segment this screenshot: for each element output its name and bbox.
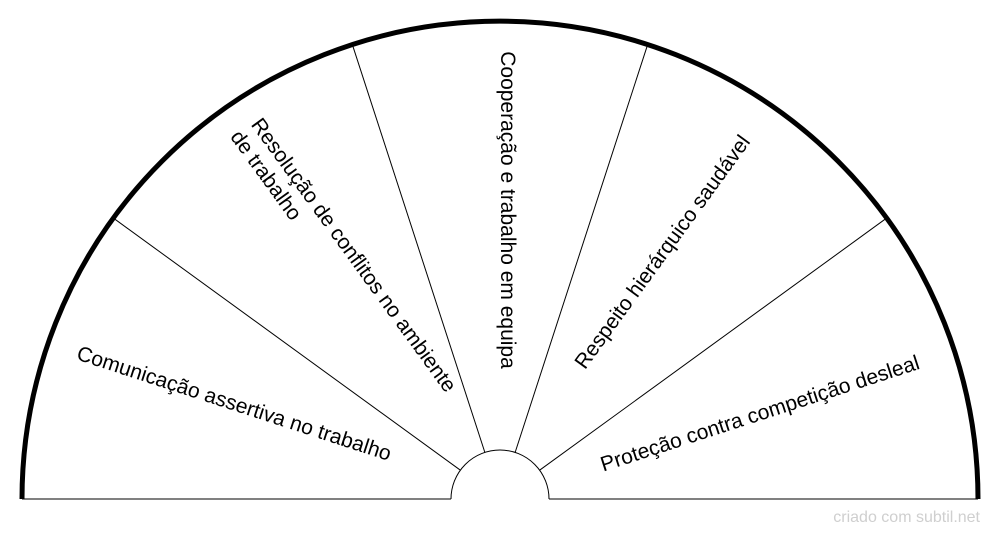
- segment-divider-2: [352, 46, 486, 453]
- segment-divider-1: [114, 218, 461, 471]
- segment-label-4: Proteção contra competição desleal: [598, 351, 923, 476]
- segment-divider-3: [514, 46, 648, 453]
- segment-label-3: Respeito hierárquico saudável: [570, 131, 755, 373]
- segment-labels: Comunicação assertiva no trabalho Resolu…: [74, 51, 922, 476]
- segment-divider-4: [539, 218, 886, 471]
- segment-label-2: Cooperação e trabalho em equipa: [496, 51, 519, 369]
- segment-label-0: Comunicação assertiva no trabalho: [74, 342, 394, 466]
- footer-credit: criado com subtil.net: [833, 509, 980, 526]
- center-hub: [450, 449, 550, 500]
- segment-dividers: [114, 46, 886, 471]
- outer-arc: [19, 18, 981, 500]
- segment-label-1: Resolução de conflitos no ambiente de tr…: [226, 112, 464, 415]
